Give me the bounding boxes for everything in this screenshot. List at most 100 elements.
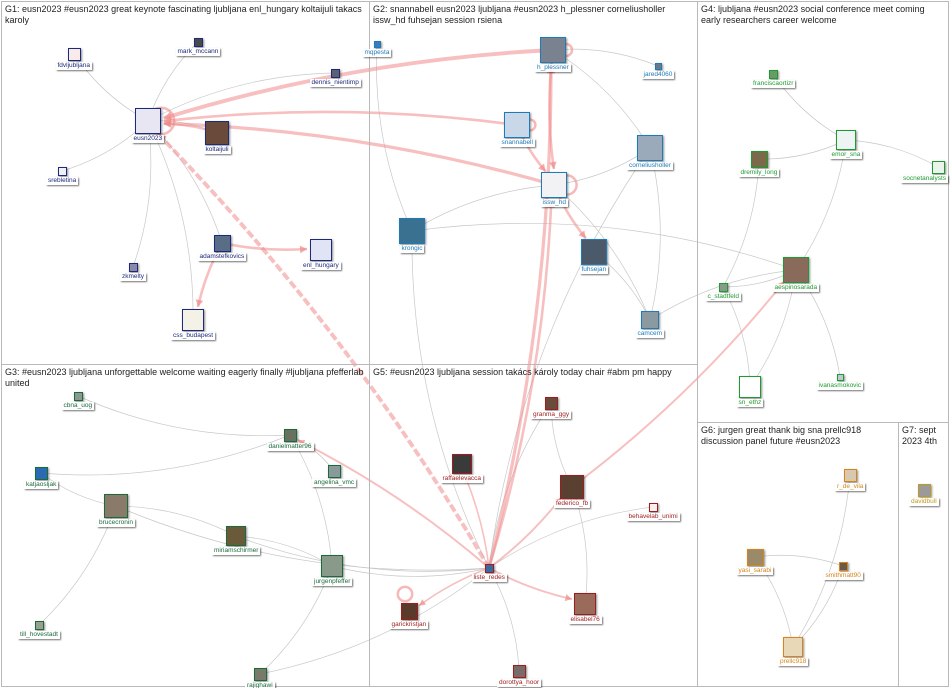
- avatar-icon[interactable]: [641, 311, 659, 329]
- node-label: fuhsejan: [579, 266, 609, 274]
- avatar-icon[interactable]: [718, 282, 728, 292]
- eye-icon[interactable]: [399, 218, 425, 244]
- node-label: r_de_vila: [835, 482, 866, 491]
- edge-line: [792, 474, 851, 648]
- logo-icon[interactable]: [836, 130, 856, 150]
- edge-arrowhead: [299, 245, 308, 254]
- edge-arrowhead: [538, 163, 546, 172]
- node-label: liste_redes: [471, 573, 507, 582]
- avatar-icon[interactable]: [321, 555, 343, 577]
- avatar-icon[interactable]: [452, 454, 472, 474]
- avatar-icon[interactable]: [104, 494, 128, 518]
- node-label: zkmelty: [120, 272, 147, 281]
- edge-liste_redes-elisabel76: [488, 567, 573, 601]
- avatar-icon[interactable]: [504, 112, 530, 138]
- avatar-icon[interactable]: [746, 548, 764, 566]
- avatar-icon[interactable]: [253, 667, 267, 681]
- avatar-icon[interactable]: [544, 396, 558, 410]
- node-label: davidbull: [909, 497, 939, 506]
- avatar-icon[interactable]: [57, 166, 67, 176]
- logo-icon[interactable]: [739, 376, 761, 398]
- group-title-g7: G7: sept 2023 4th: [902, 425, 938, 446]
- node-label: socnetanalysts: [901, 174, 948, 183]
- node-label: sn_ethz: [736, 399, 764, 407]
- node-label: css_budapest: [171, 332, 216, 340]
- avatar-icon[interactable]: [283, 428, 297, 442]
- edge-line: [115, 505, 237, 537]
- node-label: angelina_vmc: [312, 478, 357, 487]
- avatar-icon[interactable]: [783, 257, 809, 283]
- node-label: ivanasmokovic: [816, 381, 864, 390]
- logo-icon[interactable]: [484, 563, 494, 573]
- edge-arrowhead: [163, 120, 171, 128]
- avatar-icon[interactable]: [330, 68, 340, 78]
- edge-line: [571, 486, 588, 605]
- avatar-icon[interactable]: [34, 466, 48, 480]
- avatar-icon[interactable]: [750, 150, 768, 168]
- node-label: katjaosljak: [24, 480, 59, 489]
- node-label: dremily_long: [738, 168, 780, 177]
- logo-icon[interactable]: [931, 160, 945, 174]
- avatar-icon[interactable]: [205, 121, 229, 145]
- avatar-icon[interactable]: [843, 468, 857, 482]
- avatar-icon[interactable]: [560, 475, 584, 499]
- logo-icon[interactable]: [67, 47, 81, 61]
- avatar-icon[interactable]: [783, 637, 803, 657]
- avatar-icon[interactable]: [226, 526, 246, 546]
- avatar-icon[interactable]: [400, 602, 418, 620]
- edge-line: [488, 147, 651, 569]
- node-label: jurgenpfeffer: [312, 578, 353, 586]
- logo-icon[interactable]: [135, 108, 161, 134]
- avatar-icon[interactable]: [574, 593, 596, 615]
- avatar-icon[interactable]: [540, 37, 566, 63]
- edge-liste_redes-garickristjan: [418, 567, 490, 607]
- avatar-icon[interactable]: [327, 464, 341, 478]
- logo-icon[interactable]: [648, 502, 658, 512]
- group-title-g2: G2: snannabell eusn2023 ljubljana #eusn2…: [373, 4, 666, 25]
- avatar-icon[interactable]: [373, 40, 381, 48]
- node-label: miriamschirmer: [212, 547, 261, 555]
- avatar-icon[interactable]: [73, 391, 83, 401]
- node-label: koltaijuli: [203, 146, 231, 154]
- avatar-icon[interactable]: [193, 37, 203, 47]
- avatar-icon[interactable]: [512, 664, 526, 678]
- edge-arrowhead: [195, 299, 204, 307]
- group-panel-g4: G4: ljubljana #eusn2023 social conferenc…: [697, 1, 949, 423]
- avatar-icon[interactable]: [637, 135, 663, 161]
- edge-h_plessner-eusn2023: [163, 48, 554, 121]
- logo-icon[interactable]: [310, 239, 332, 261]
- node-label: cbna_uog: [61, 401, 95, 410]
- edge-line: [115, 505, 490, 571]
- avatar-icon[interactable]: [213, 234, 231, 252]
- edge-line: [553, 184, 651, 321]
- group-title-g4: G4: ljubljana #eusn2023 social conferenc…: [701, 4, 925, 25]
- avatar-icon[interactable]: [838, 561, 848, 571]
- node-label: snannabell: [499, 139, 535, 147]
- self-loop: [396, 585, 414, 603]
- edge-line: [488, 506, 654, 569]
- node-label: krongic: [399, 245, 425, 253]
- node-label: dorottya_hoor: [497, 678, 542, 687]
- node-label: adamstefkovics: [197, 252, 247, 261]
- avatar-icon[interactable]: [34, 620, 44, 630]
- logo-icon[interactable]: [182, 309, 204, 331]
- avatar-icon[interactable]: [836, 373, 844, 381]
- group-panel-g7: G7: sept 2023 4th: [898, 422, 949, 687]
- node-label: jared4060: [641, 70, 675, 79]
- avatar-icon[interactable]: [581, 239, 607, 265]
- logo-icon[interactable]: [541, 172, 567, 198]
- edge-liste_redes-danielmatter96: [297, 439, 490, 569]
- node-label: corneliusholler: [627, 162, 673, 170]
- node-label: srebletina: [46, 176, 79, 185]
- edge-line: [40, 434, 291, 476]
- avatar-icon[interactable]: [128, 262, 138, 272]
- node-label: garickristjan: [389, 620, 429, 629]
- avatar-icon[interactable]: [917, 483, 931, 497]
- node-label: behavelab_unimi: [626, 512, 680, 521]
- node-label: camcem: [635, 330, 665, 338]
- avatar-icon[interactable]: [654, 62, 662, 70]
- avatar-icon[interactable]: [768, 69, 778, 79]
- edge-line: [411, 230, 490, 569]
- edge-line: [411, 184, 555, 232]
- edge-line: [77, 395, 291, 437]
